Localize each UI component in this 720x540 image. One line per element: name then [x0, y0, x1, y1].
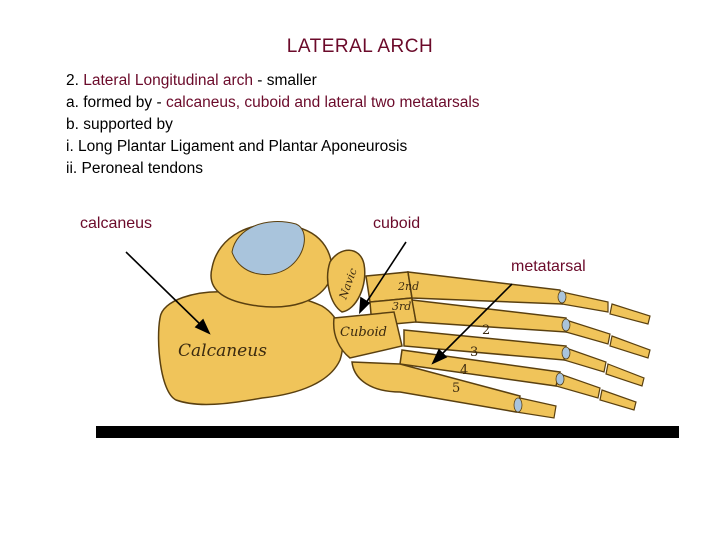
- foot-bones: [157, 221, 651, 419]
- line-supported-by: b. supported by: [66, 116, 173, 133]
- metatarsal-arrow: [437, 283, 513, 359]
- metatarsal-2-number: 2: [482, 323, 490, 338]
- cuboid-label: cuboid: [373, 215, 421, 232]
- phalanx-row-1: [561, 291, 651, 325]
- cuneiform-2-label: 2nd: [397, 280, 419, 293]
- joint-cartilage: [513, 290, 571, 413]
- calcaneus-bone-label: Calcaneus: [178, 341, 267, 361]
- line-formed-by: a. formed by - calcaneus, cuboid and lat…: [66, 92, 480, 114]
- line-support-tendons: ii. Peroneal tendons: [66, 160, 204, 177]
- arrowhead: [194, 318, 211, 335]
- cuboid-bone: [332, 311, 403, 359]
- cuboid-arrow: [363, 241, 407, 307]
- metatarsal-label: metatarsal: [511, 258, 586, 275]
- cuboid-bone-label: Cuboid: [340, 325, 387, 340]
- calcaneus-arrow: [125, 251, 205, 329]
- talar-cartilage: [231, 221, 305, 276]
- line-prefix: 2.: [66, 72, 84, 89]
- metatarsal-3-number: 3: [470, 345, 478, 360]
- ground-line: [96, 426, 679, 438]
- pointer-arrows: [125, 241, 513, 365]
- arrowhead: [359, 296, 371, 315]
- metatarsal-1-bone: [407, 271, 563, 305]
- lateral-arch-term: Lateral Longitudinal arch: [83, 72, 253, 89]
- line-support-ligaments: i. Long Plantar Ligament and Plantar Apo…: [66, 138, 408, 155]
- cuneiform-3-label: 3rd: [392, 300, 411, 313]
- slide-body: 2. Lateral Longitudinal arch - smaller a…: [66, 70, 480, 180]
- metatarsal-4-number: 4: [460, 363, 468, 378]
- line-prefix: a. formed by -: [66, 94, 166, 111]
- line-arch-definition: 2. Lateral Longitudinal arch - smaller: [66, 70, 480, 92]
- calcaneus-label: calcaneus: [80, 215, 153, 232]
- navicular-bone: [326, 249, 366, 313]
- bones-list: calcaneus, cuboid and lateral two metata…: [165, 94, 480, 111]
- arrowhead: [431, 348, 448, 365]
- slide-title: LATERAL ARCH: [286, 36, 434, 57]
- metatarsal-5-number: 5: [452, 381, 460, 396]
- line-suffix: - smaller: [253, 72, 317, 89]
